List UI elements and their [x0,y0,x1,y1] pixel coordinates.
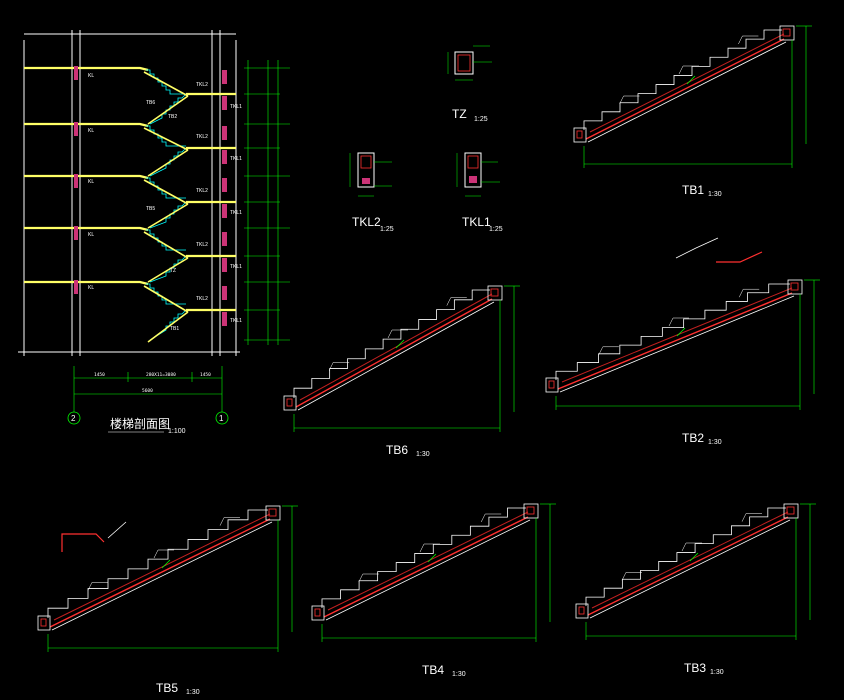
section-scale: 1:100 [168,428,186,435]
tkl1-scale: 1:25 [489,226,503,233]
axis-left-label: 2 [71,414,76,423]
tb2-hook-detail [675,237,719,259]
tkl2-label: TKL2 [196,242,208,248]
tb6-scale: 1:30 [416,451,430,458]
tb2-scale: 1:30 [708,439,722,446]
section-title: 楼梯剖面图 [110,416,170,431]
tb2-flight [545,279,820,410]
tb2-title: TB2 [682,431,704,445]
tb5-leader [107,521,127,539]
tb3-flight [575,503,816,640]
tb5-title: TB5 [156,681,178,695]
tz-title: TZ [452,107,467,121]
tkl2-label: TKL2 [196,134,208,140]
tb4-scale: 1:30 [452,671,466,678]
tkl2-label: TKL2 [196,188,208,194]
tkl1-label: TKL1 [230,104,242,110]
tkl2-scale: 1:25 [380,226,394,233]
dim-c: 1450 [200,372,211,378]
tb1-flight [573,25,812,168]
tb5-label: TB5 [146,206,155,212]
tkl1-title: TKL1 [462,215,491,229]
tkl2-label: TKL2 [196,82,208,88]
tb2-label: TB2 [168,114,177,120]
tkl1-label: TKL1 [230,156,242,162]
tb3-title: TB3 [684,661,706,675]
tb5-scale: 1:30 [186,689,200,696]
tkl2-title: TKL2 [352,215,381,229]
dim-a: 1450 [94,372,105,378]
kl-label: KL [88,73,94,79]
tkl2-section: TKL2 1:25 [349,152,394,233]
tb2-hook-rebar [716,251,763,263]
tkl1-label: TKL1 [230,318,242,324]
tkl1-section: TKL1 1:25 [456,152,503,233]
flight-titles: TB1 1:30 TB6 1:30 TB2 1:30 TB5 1:30 TB4 … [156,183,724,696]
tb6-title: TB6 [386,443,408,457]
dim-b: 280X11=3080 [146,372,176,378]
tkl2-label: TKL2 [196,296,208,302]
kl-label: KL [88,232,94,238]
tb4-title: TB4 [422,663,444,677]
tz-section: TZ 1:25 [447,45,492,123]
kl-label: KL [88,128,94,134]
tkl1-label: TKL1 [230,210,242,216]
kl-label: KL [88,179,94,185]
tb5-flight [37,505,298,652]
dim-total: 5600 [142,388,153,394]
stair-flights [37,25,820,652]
tb5-hook-detail [61,533,105,552]
tb6-flight [283,285,520,432]
tb1-label: TB1 [170,326,179,332]
tb4-flight [311,503,556,642]
tz-scale: 1:25 [474,116,488,123]
tb1-scale: 1:30 [708,191,722,198]
stair-section-view: KL KL KL KL KL TKL2 TKL1 TKL2 TKL1 TKL2 … [18,30,290,435]
kl-label: KL [88,285,94,291]
tb1-title: TB1 [682,183,704,197]
tz-label: TZ [170,268,176,274]
axis-right-label: 1 [219,414,224,423]
tb3-scale: 1:30 [710,669,724,676]
tb6-label: TB6 [146,100,155,106]
tkl1-label: TKL1 [230,264,242,270]
